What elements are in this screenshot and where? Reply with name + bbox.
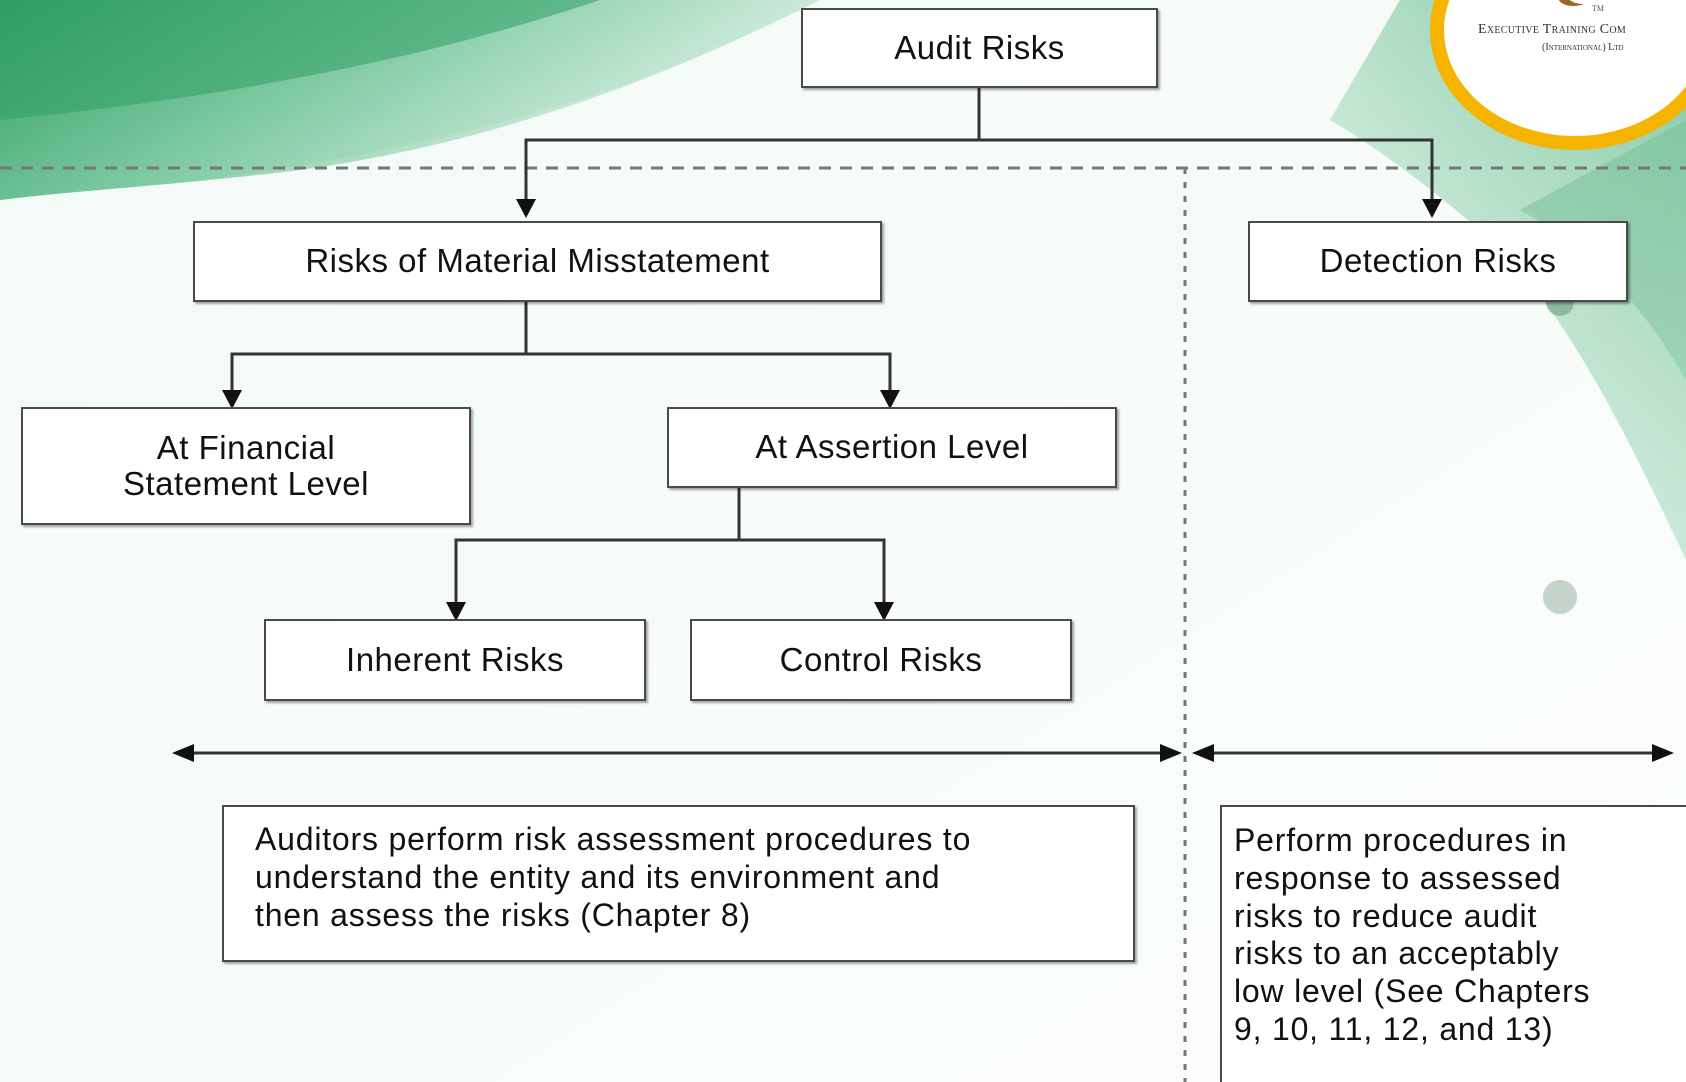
- arrowhead: [446, 602, 466, 621]
- company-logo: TM Executive Training Com (International…: [1430, 0, 1686, 160]
- arrowhead: [516, 199, 536, 218]
- logo-mark-icon: [1558, 0, 1584, 6]
- arrowhead: [1192, 744, 1214, 762]
- logo-company-subtitle: (International) Ltd: [1542, 42, 1624, 53]
- inherent-risks-box: Inherent Risks: [264, 619, 646, 701]
- arrowhead: [880, 390, 900, 409]
- connector-rmm-branches: [230, 352, 892, 392]
- control-risks-box: Control Risks: [690, 619, 1072, 701]
- connector-root-branches: [524, 138, 1434, 200]
- arrowhead: [222, 390, 242, 409]
- arrowhead: [1652, 744, 1674, 762]
- arrowhead: [1160, 744, 1182, 762]
- risks-of-material-misstatement-box: Risks of Material Misstatement: [193, 221, 882, 302]
- decorative-dot: [1543, 580, 1577, 614]
- arrowhead: [172, 744, 194, 762]
- financial-statement-level-box: At Financial Statement Level: [21, 407, 471, 525]
- arrowhead: [874, 602, 894, 621]
- assertion-level-box: At Assertion Level: [667, 407, 1117, 488]
- connector-assertion-branches: [454, 538, 886, 604]
- logo-trademark: TM: [1592, 4, 1604, 13]
- detection-risks-box: Detection Risks: [1248, 221, 1628, 302]
- logo-company-name: Executive Training Com: [1478, 22, 1627, 37]
- arrowhead: [1422, 199, 1442, 218]
- audit-risks-box: Audit Risks: [801, 8, 1158, 88]
- risk-assessment-note: Auditors perform risk assessment procedu…: [222, 805, 1135, 962]
- detection-procedures-note: Perform procedures in response to assess…: [1220, 805, 1686, 1082]
